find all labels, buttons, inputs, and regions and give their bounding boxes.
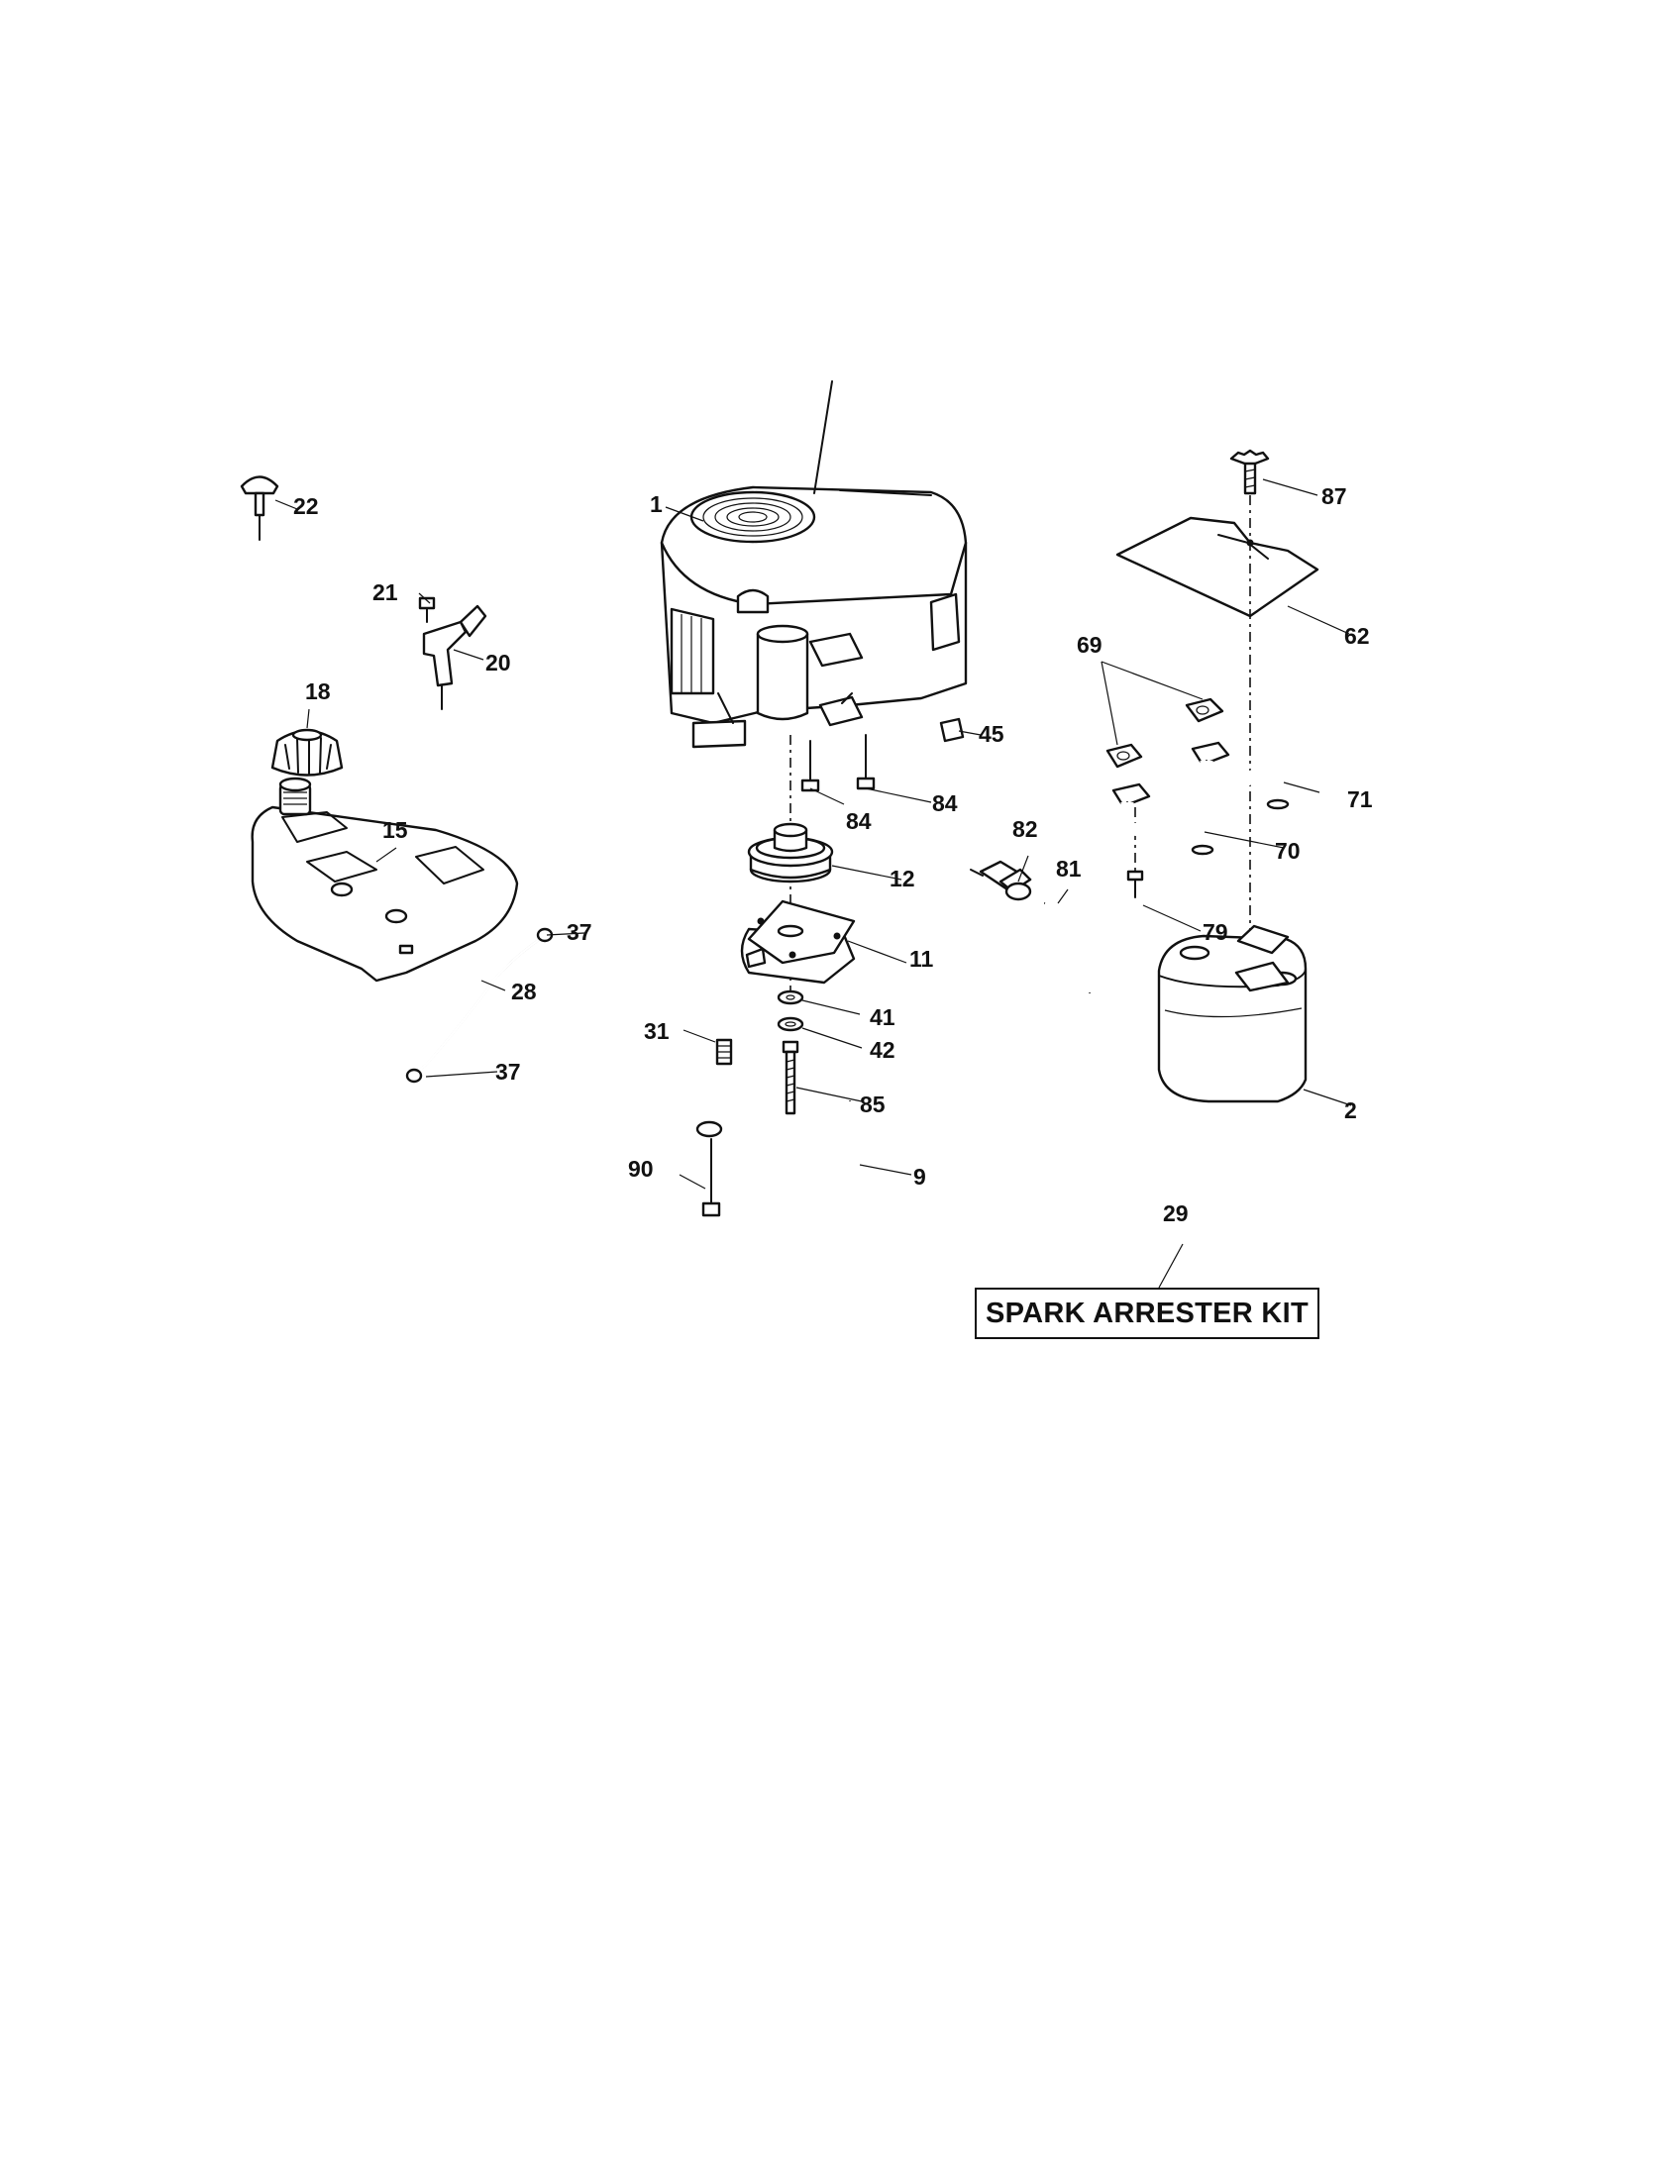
part-45-plug: [939, 717, 965, 743]
part-42-washer: [777, 1016, 804, 1032]
part-21-screw: [418, 596, 436, 623]
callout-82: 82: [1012, 816, 1038, 842]
callout-69: 69: [1077, 632, 1102, 658]
callout-28: 28: [511, 979, 537, 1004]
part-70-exhaust-pipe: [1111, 782, 1214, 856]
callout-37-lower: 37: [495, 1059, 521, 1085]
spark-arrester-kit-box: SPARK ARRESTER KIT: [975, 1288, 1319, 1339]
callout-37-upper: 37: [567, 919, 592, 945]
callout-21: 21: [372, 579, 398, 605]
callout-84-right: 84: [932, 790, 958, 816]
callout-42: 42: [870, 1037, 895, 1063]
part-69-gasket-upper: [1185, 697, 1224, 723]
callout-31: 31: [644, 1018, 670, 1044]
leader-lines: [274, 478, 1352, 1289]
callout-90: 90: [628, 1156, 654, 1182]
part-18-fuel-cap: [270, 728, 344, 777]
callout-45: 45: [979, 721, 1004, 747]
part-12-pulley: [747, 822, 834, 884]
part-1-engine: [660, 380, 968, 749]
callout-70: 70: [1275, 838, 1301, 864]
part-90-bolt: [701, 1138, 721, 1217]
callout-85: 85: [860, 1092, 886, 1117]
part-41-washer: [777, 989, 804, 1005]
part-37-hose-clamp-lower: [405, 1068, 423, 1084]
part-82-adapter: [970, 860, 1032, 901]
callout-29: 29: [1163, 1200, 1189, 1226]
callout-71: 71: [1347, 786, 1373, 812]
callout-11: 11: [909, 946, 934, 972]
callout-22: 22: [293, 493, 319, 519]
callout-18: 18: [305, 678, 331, 704]
callout-62: 62: [1344, 623, 1370, 649]
part-71-exhaust-pipe: [1191, 741, 1290, 810]
part-15-fuel-tank: [251, 777, 519, 983]
part-11-pto-clutch: [740, 899, 856, 985]
part-62-heat-shield: [1115, 516, 1319, 618]
part-85-bolt: [782, 1040, 799, 1115]
callout-79: 79: [1203, 919, 1228, 945]
part-2-muffler: [1157, 924, 1308, 1103]
part-69-gasket-lower: [1105, 743, 1143, 769]
part-84-bolt-right: [856, 734, 876, 790]
part-31-fitting: [715, 1038, 733, 1066]
part-81-hose: [1042, 894, 1099, 994]
part-20-control-bracket: [422, 604, 487, 710]
part-84-bolt-left: [800, 740, 820, 792]
callout-2: 2: [1344, 1097, 1357, 1123]
callout-87: 87: [1321, 483, 1347, 509]
part-87-bolt: [1229, 449, 1270, 495]
callout-20: 20: [485, 650, 511, 676]
part-9-rod: [695, 1100, 899, 1227]
callout-12: 12: [890, 866, 915, 891]
part-79-screw: [1126, 870, 1144, 898]
callout-15: 15: [382, 817, 408, 843]
callout-81: 81: [1056, 856, 1082, 882]
callout-84-left: 84: [846, 808, 872, 834]
callout-1: 1: [650, 491, 663, 517]
part-22-push-pin: [240, 475, 279, 541]
callout-9: 9: [913, 1164, 926, 1190]
callout-41: 41: [870, 1004, 895, 1030]
spark-arrester-kit-label: SPARK ARRESTER KIT: [985, 1297, 1310, 1329]
